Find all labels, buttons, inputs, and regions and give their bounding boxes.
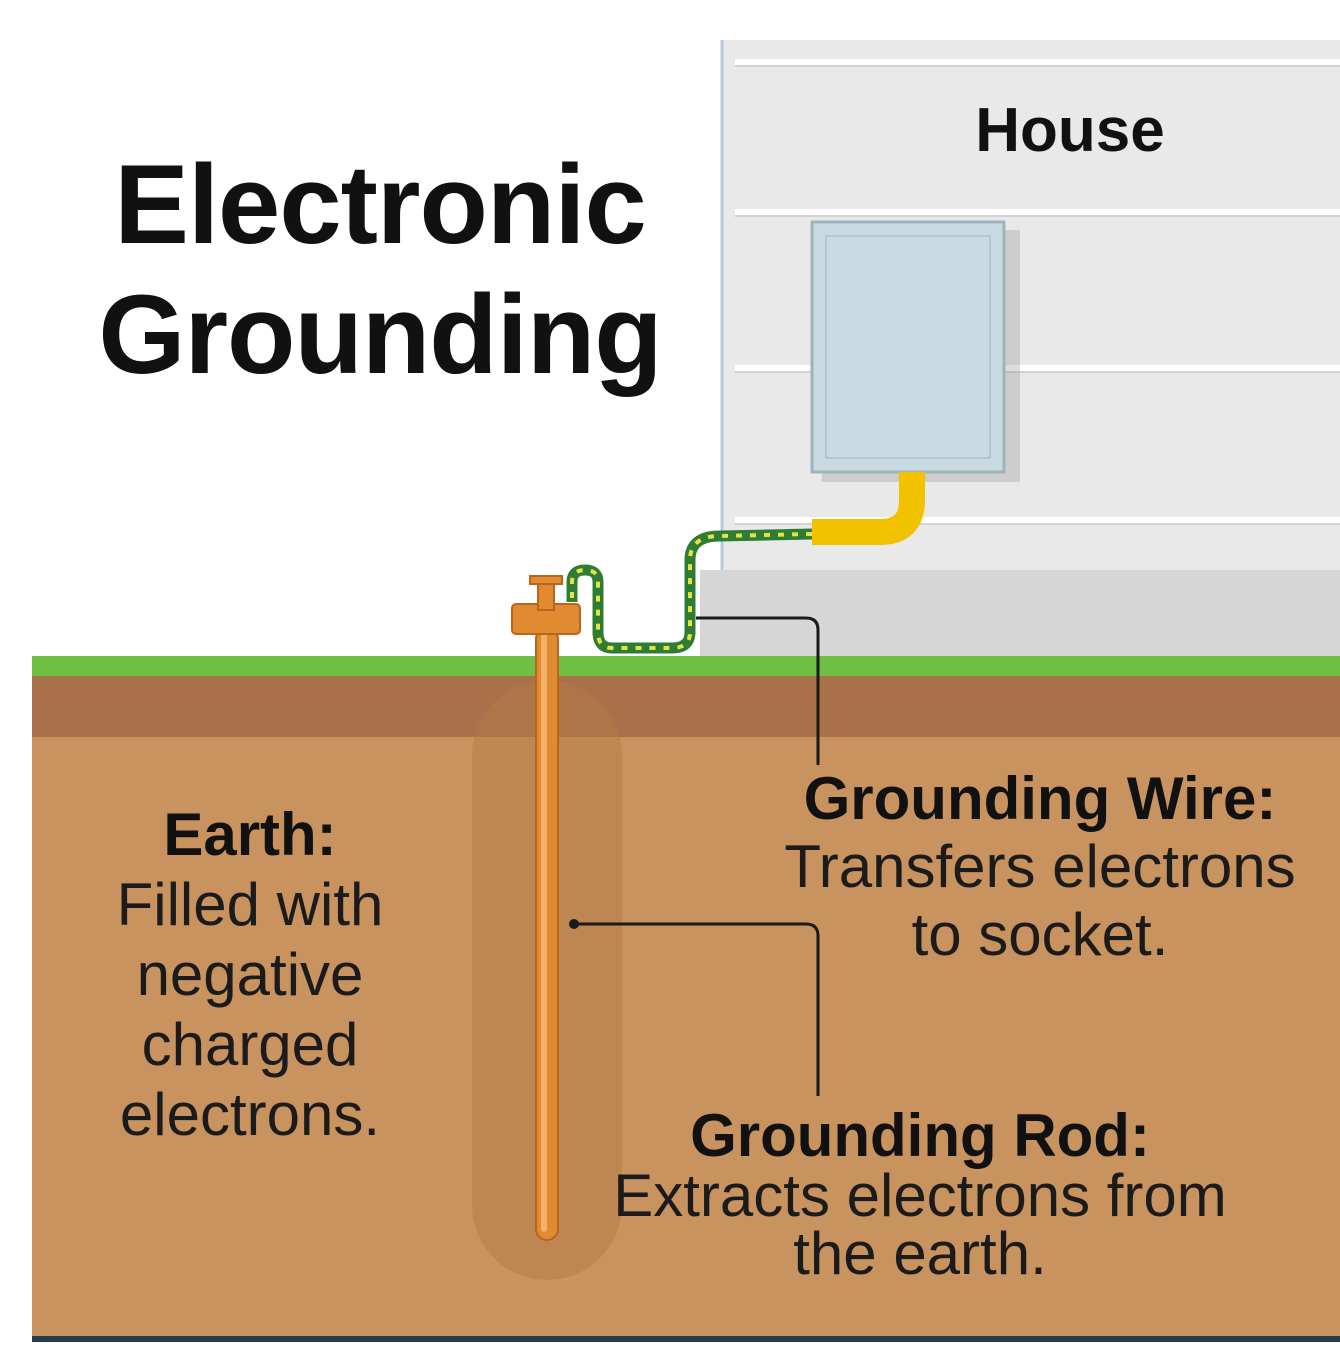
earth-line: Filled with bbox=[116, 871, 384, 938]
rod-line: the earth. bbox=[793, 1220, 1047, 1287]
topsoil bbox=[32, 675, 1340, 737]
title-line-1: Electronic bbox=[114, 142, 647, 267]
house-label: House bbox=[975, 96, 1165, 165]
earth-line: charged bbox=[141, 1011, 359, 1078]
ground bbox=[32, 656, 1340, 1342]
title-line-2: Grounding bbox=[98, 272, 662, 397]
rod-leader-line bbox=[574, 922, 820, 1096]
foundation bbox=[700, 570, 1340, 660]
grounding-rod bbox=[511, 575, 581, 1241]
grass bbox=[32, 656, 1340, 676]
diagram-title: Electronic Grounding bbox=[60, 140, 700, 400]
wire-leader-line bbox=[696, 616, 820, 765]
wire-heading: Grounding Wire: bbox=[803, 765, 1277, 832]
grounding-wire bbox=[566, 528, 813, 654]
house-wall bbox=[700, 40, 1340, 660]
grounding-wire-callout: Grounding Wire: Transfers electrons to s… bbox=[740, 765, 1340, 969]
wire-line: Transfers electrons bbox=[784, 833, 1296, 900]
earth-line: electrons. bbox=[119, 1081, 381, 1148]
earth-heading: Earth: bbox=[163, 801, 337, 868]
earth-callout: Earth: Filled with negative charged elec… bbox=[70, 800, 430, 1150]
conduit bbox=[812, 472, 925, 545]
soil bbox=[32, 675, 1340, 1337]
rod-heading: Grounding Rod: bbox=[690, 1102, 1150, 1169]
earth-line: negative bbox=[136, 941, 364, 1008]
wire-line: to socket. bbox=[911, 901, 1169, 968]
electrical-panel bbox=[810, 220, 1020, 482]
grounding-rod-callout: Grounding Rod: Extracts electrons from t… bbox=[560, 1102, 1280, 1287]
rod-line: Extracts electrons from bbox=[613, 1162, 1227, 1229]
